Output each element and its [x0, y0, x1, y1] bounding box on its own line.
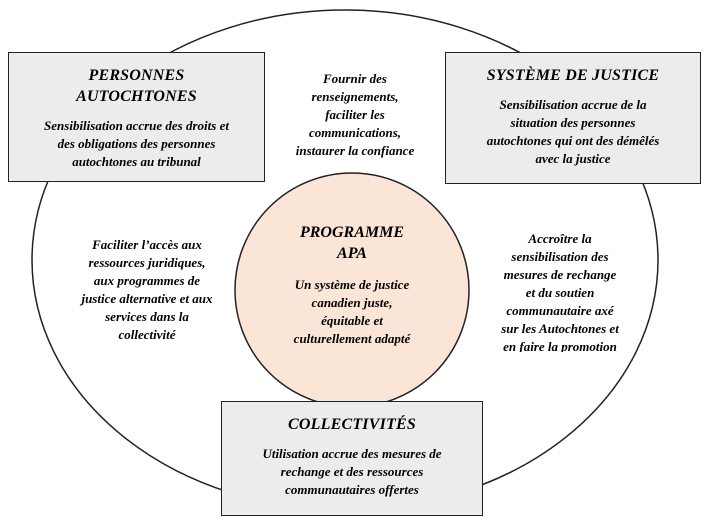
center-body-line: culturellement adapté — [293, 331, 411, 346]
connector-line: communautaire axé — [506, 303, 614, 318]
box-personnes-autochtones: PERSONNES AUTOCHTONES Sensibilisation ac… — [8, 52, 265, 182]
connector-line: aux programmes de — [93, 273, 201, 288]
connector-line: instaurer la confiance — [295, 143, 415, 158]
box-title-line: COLLECTIVITÉS — [288, 416, 416, 433]
connector-line: Faciliter l’accès aux — [92, 237, 202, 252]
connector-top-text: Fournir des renseignements, faciliter le… — [270, 70, 440, 160]
box-systeme-de-justice: SYSTÈME DE JUSTICE Sensibilisation accru… — [445, 52, 701, 184]
connector-left-text: Faciliter l’accès aux ressources juridiq… — [52, 236, 242, 344]
connector-line: faciliter les — [325, 107, 385, 122]
connector-line: Fournir des — [323, 71, 387, 86]
box-title-line: PERSONNES — [88, 67, 185, 84]
center-program: PROGRAMME APA Un système de justice cana… — [260, 222, 444, 348]
box-body-line: communautaires offertes — [285, 482, 419, 497]
center-title-line: APA — [337, 245, 367, 262]
connector-line: ressources juridiques, — [88, 255, 206, 270]
center-title-line: PROGRAMME — [299, 224, 405, 241]
box-body-line: autochtones au tribunal — [72, 154, 201, 169]
box-body-line: Utilisation accrue des mesures de — [262, 446, 442, 461]
connector-line: mesures de rechange — [503, 267, 617, 282]
center-body-line: canadien juste, — [311, 295, 393, 310]
box-title-line: SYSTÈME DE JUSTICE — [486, 67, 660, 84]
connector-line: sur les Autochtones et — [501, 321, 619, 336]
box-body-line: Sensibilisation accrue de la — [499, 97, 647, 112]
box-title-line: AUTOCHTONES — [76, 88, 197, 105]
connector-line: renseignements, — [311, 89, 399, 104]
center-body-line: équitable et — [321, 313, 383, 328]
box-body-line: des obligations des personnes — [57, 136, 216, 151]
connector-line: sensibilisation des — [511, 249, 609, 264]
connector-line: communications, — [308, 125, 402, 140]
box-body-line: Sensibilisation accrue des droits et — [44, 118, 229, 133]
connector-line: collectivité — [118, 327, 176, 342]
connector-right-text: Accroître la sensibilisation des mesures… — [470, 230, 650, 352]
connector-line: Accroître la — [528, 231, 592, 246]
box-body-line: rechange et des ressources — [280, 464, 424, 479]
connector-line: services dans la — [105, 309, 189, 324]
connector-line: en faire la promotion — [503, 339, 617, 352]
connector-line: et du soutien — [525, 285, 595, 300]
box-collectivites: COLLECTIVITÉS Utilisation accrue des mes… — [221, 401, 483, 516]
connector-line: justice alternative et aux — [81, 291, 213, 306]
box-body-line: avec la justice — [535, 151, 611, 166]
center-body-line: Un système de justice — [294, 277, 410, 292]
box-body-line: situation des personnes — [510, 115, 636, 130]
box-body-line: autochtones qui ont des démêlés — [486, 133, 660, 148]
